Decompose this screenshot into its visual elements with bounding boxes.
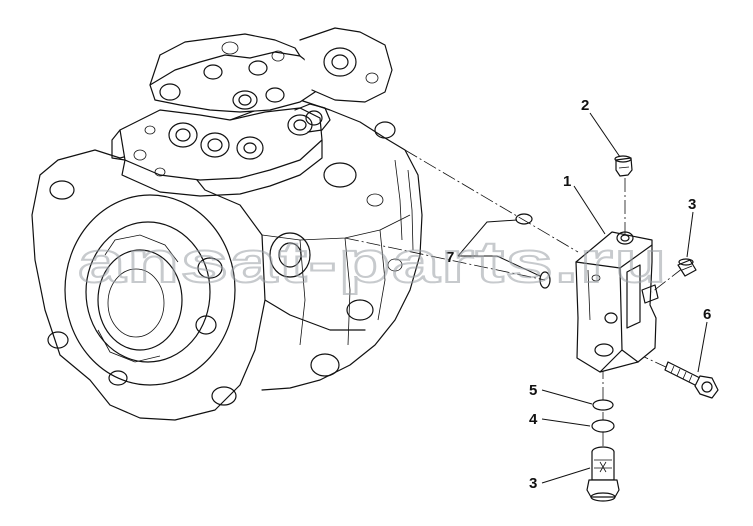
part-4-o-ring xyxy=(591,419,615,433)
part-5-o-ring xyxy=(592,399,614,411)
callout-leaders xyxy=(457,112,708,484)
pump-housing xyxy=(31,27,423,421)
callout-3-lower: 3 xyxy=(529,475,537,492)
part-1-valve-block xyxy=(575,231,659,373)
part-3-valve-lower xyxy=(586,446,620,502)
part-7-o-rings xyxy=(515,213,551,289)
callout-3-upper: 3 xyxy=(688,196,696,213)
callout-4: 4 xyxy=(529,411,538,428)
callout-7: 7 xyxy=(446,249,454,266)
part-6-bolt xyxy=(664,361,719,399)
part-3-plug-upper xyxy=(677,258,697,277)
callout-5: 5 xyxy=(529,382,537,399)
part-2-plug xyxy=(614,155,633,177)
watermark: ansat-parts.ru xyxy=(78,230,668,295)
callout-2: 2 xyxy=(581,97,589,114)
callout-numbers: 1 2 3 6 7 5 4 3 xyxy=(446,97,711,492)
callout-6: 6 xyxy=(703,306,711,323)
callout-1: 1 xyxy=(563,173,571,190)
assembly-lines xyxy=(344,149,684,448)
